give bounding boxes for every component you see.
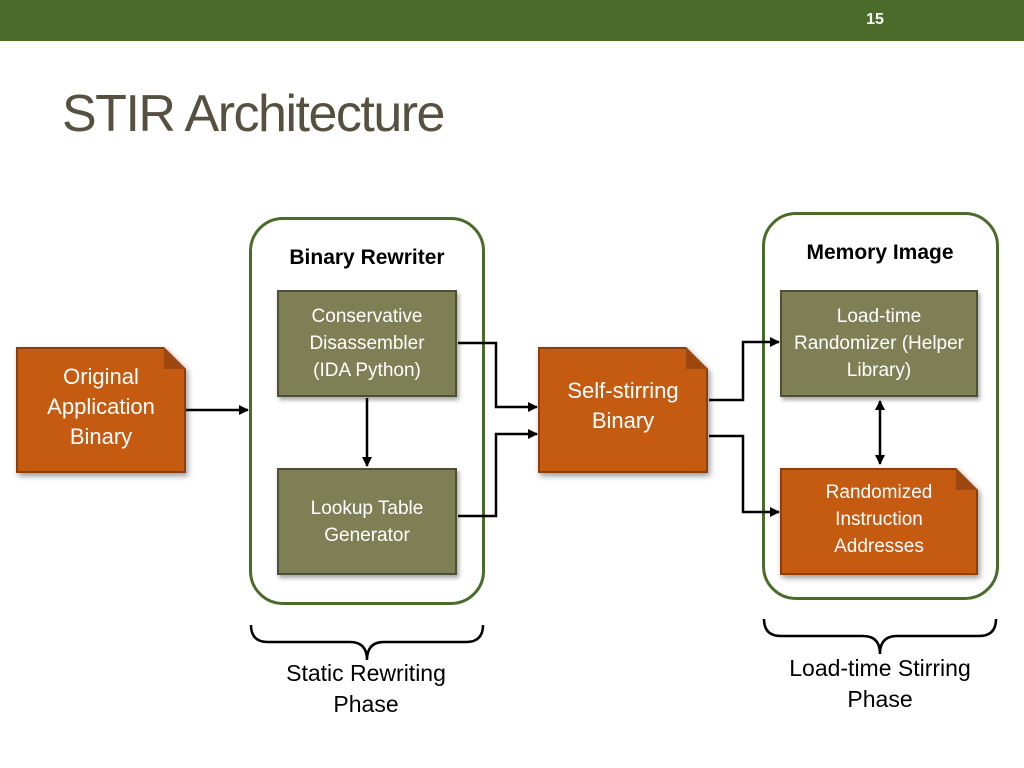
original-binary-label: Original Application Binary	[47, 364, 155, 449]
brace-static-phase	[249, 624, 485, 661]
disassembler-box: Conservative Disassembler (IDA Python)	[277, 290, 457, 397]
randomizer-label: Load-time Randomizer (Helper Library)	[794, 306, 965, 381]
lookup-table-label: Lookup Table Generator	[310, 497, 424, 546]
slide-title: STIR Architecture	[62, 85, 445, 143]
original-binary-node: Original Application Binary	[16, 347, 186, 473]
load-time-phase-label: Load-time Stirring Phase	[789, 655, 971, 712]
self-stirring-node: Self-stirring Binary	[538, 347, 708, 473]
arrow-self-stirring-to-randomizer	[709, 337, 780, 402]
arrow-disassembler-to-self-stirring	[458, 341, 538, 412]
disassembler-label: Conservative Disassembler (IDA Python)	[309, 306, 425, 381]
randomizer-box: Load-time Randomizer (Helper Library)	[780, 290, 978, 397]
slide-number: 15	[866, 11, 884, 28]
top-bar	[0, 0, 1024, 41]
randomized-addresses-node: Randomized Instruction Addresses	[780, 468, 978, 575]
arrow-lookup-to-self-stirring	[458, 429, 538, 518]
lookup-table-box: Lookup Table Generator	[277, 468, 457, 575]
arrow-self-stirring-to-addresses	[709, 434, 780, 517]
randomized-addresses-box: Randomized Instruction Addresses	[780, 468, 978, 575]
original-binary-box: Original Application Binary	[16, 347, 186, 473]
randomized-addresses-label: Randomized Instruction Addresses	[825, 482, 933, 557]
static-phase-label: Static Rewriting Phase	[286, 660, 446, 717]
self-stirring-box: Self-stirring Binary	[538, 347, 708, 473]
binary-rewriter-title: Binary Rewriter	[289, 246, 445, 269]
memory-image-title: Memory Image	[806, 241, 954, 264]
brace-load-time-phase	[762, 618, 998, 655]
self-stirring-label: Self-stirring Binary	[567, 378, 679, 433]
